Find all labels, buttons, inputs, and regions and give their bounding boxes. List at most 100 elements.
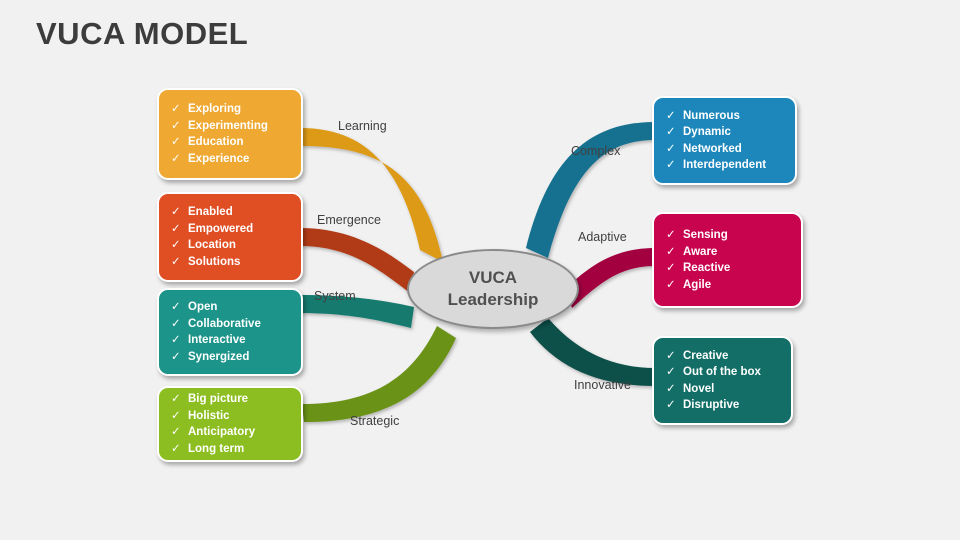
- list-item: ✓ Disruptive: [666, 397, 781, 414]
- check-icon: ✓: [666, 229, 676, 241]
- center-node[interactable]: VUCA Leadership: [407, 249, 579, 329]
- list-item: ✓Enabled: [171, 204, 291, 221]
- connector-emergence: [300, 228, 414, 293]
- node-innovative[interactable]: ✓ Creative ✓ Out of the box ✓ Novel ✓ Disrup…: [652, 336, 793, 425]
- list-item-label: Long term: [188, 442, 245, 455]
- list-item: ✓Experience: [171, 151, 291, 168]
- list-item: ✓ Anticipatory: [171, 424, 291, 441]
- list-item-label: Networked: [683, 142, 742, 155]
- check-icon: ✓: [171, 239, 181, 251]
- node-complex[interactable]: ✓ Numerous ✓Dynamic ✓ Networked ✓Interdepe…: [652, 96, 797, 185]
- check-icon: ✓: [666, 278, 676, 291]
- list-item-label: Open: [188, 301, 218, 313]
- branch-label-complex: Complex: [571, 144, 621, 158]
- list-item: ✓ Exploring: [171, 101, 291, 118]
- check-icon: ✓: [171, 255, 181, 268]
- list-item: ✓ Solutions: [171, 254, 291, 271]
- list-item: ✓ Agile: [666, 277, 791, 294]
- connector-adaptive: [566, 248, 655, 308]
- list-item: ✓Sensing: [666, 227, 791, 244]
- check-icon: ✓: [666, 126, 676, 138]
- check-icon: ✓: [666, 382, 676, 395]
- list-item-label: Education: [188, 136, 244, 148]
- list-item-label: Solutions: [188, 255, 241, 268]
- check-icon: ✓: [666, 109, 676, 122]
- check-icon: ✓: [171, 301, 181, 313]
- branch-label-emergence: Emergence: [317, 213, 381, 227]
- list-item: ✓ Numerous: [666, 108, 785, 125]
- check-icon: ✓: [171, 409, 181, 422]
- page-title: VUCA MODEL: [36, 16, 249, 51]
- connector-system: [300, 295, 414, 328]
- branch-label-strategic: Strategic: [350, 414, 400, 428]
- list-item-label: Creative: [683, 349, 729, 362]
- check-icon: ✓: [171, 136, 181, 148]
- check-icon: ✓: [171, 103, 181, 115]
- list-item: ✓ Long term: [171, 441, 291, 458]
- list-item: ✓ Networked: [666, 141, 785, 158]
- check-icon: ✓: [666, 349, 676, 362]
- check-icon: ✓: [666, 366, 676, 378]
- check-icon: ✓: [666, 142, 676, 155]
- list-item-label: Disruptive: [683, 399, 740, 411]
- list-item: ✓ Aware: [666, 244, 791, 261]
- list-item-label: Empowered: [188, 222, 254, 235]
- node-adaptive[interactable]: ✓Sensing ✓ Aware ✓ Reactive ✓ Agile: [652, 212, 803, 308]
- connector-complex: [526, 122, 655, 258]
- list-item-label: Interactive: [188, 334, 246, 346]
- list-item: ✓Interdependent: [666, 157, 785, 174]
- node-system[interactable]: ✓ Open ✓ Collaborative ✓ Interactive ✓ Syner…: [157, 288, 303, 376]
- list-item: ✓ Creative: [666, 348, 781, 365]
- check-icon: ✓: [171, 119, 181, 132]
- list-item-label: Anticipatory: [188, 426, 256, 438]
- list-item-label: Enabled: [188, 206, 233, 218]
- branch-label-learning: Learning: [338, 119, 387, 133]
- list-item: ✓ Experimenting: [171, 118, 291, 135]
- check-icon: ✓: [171, 350, 181, 363]
- check-icon: ✓: [171, 426, 181, 438]
- list-item: ✓ Interactive: [171, 332, 291, 349]
- list-item: ✓ Education: [171, 134, 291, 151]
- list-item: ✓ Open: [171, 299, 291, 316]
- list-item: ✓ Empowered: [171, 221, 291, 238]
- check-icon: ✓: [171, 334, 181, 346]
- branch-label-system: System: [314, 289, 356, 303]
- check-icon: ✓: [171, 222, 181, 235]
- list-item-label: Out of the box: [683, 366, 761, 378]
- node-strategic[interactable]: ✓Big picture ✓ Holistic ✓ Anticipatory ✓ Lo…: [157, 386, 303, 462]
- check-icon: ✓: [171, 393, 181, 405]
- list-item-label: Numerous: [683, 109, 740, 122]
- center-title-line1: VUCA: [468, 268, 518, 287]
- connector-strategic: [302, 326, 456, 422]
- list-item-label: Experimenting: [188, 119, 268, 132]
- center-title-line2: Leadership: [447, 290, 539, 309]
- list-item-label: Synergized: [188, 350, 250, 363]
- list-item-label: Novel: [683, 382, 715, 395]
- connector-innovative: [530, 318, 655, 386]
- branch-label-innovative: Innovative: [574, 378, 631, 392]
- list-item: ✓ Location: [171, 237, 291, 254]
- list-item: ✓Dynamic: [666, 124, 785, 141]
- list-item: ✓ Novel: [666, 381, 781, 398]
- check-icon: ✓: [171, 317, 181, 330]
- check-icon: ✓: [666, 399, 676, 411]
- node-emergence[interactable]: ✓Enabled ✓ Empowered ✓ Location ✓ Solutions: [157, 192, 303, 282]
- check-icon: ✓: [171, 442, 181, 455]
- check-icon: ✓: [666, 262, 676, 274]
- list-item: ✓ Reactive: [666, 260, 791, 277]
- list-item-label: Holistic: [188, 409, 230, 422]
- check-icon: ✓: [171, 152, 181, 165]
- list-item-label: Reactive: [683, 262, 731, 274]
- list-item: ✓ Holistic: [171, 408, 291, 425]
- list-item: ✓Big picture: [171, 391, 291, 408]
- list-item-label: Aware: [683, 245, 718, 258]
- list-item-label: Location: [188, 239, 236, 251]
- list-item-label: Collaborative: [188, 317, 261, 330]
- check-icon: ✓: [666, 245, 676, 258]
- list-item-label: Exploring: [188, 103, 242, 115]
- list-item: ✓ Synergized: [171, 349, 291, 366]
- node-learning[interactable]: ✓ Exploring ✓ Experimenting ✓ Education ✓Ex…: [157, 88, 303, 180]
- list-item-label: Agile: [683, 278, 712, 291]
